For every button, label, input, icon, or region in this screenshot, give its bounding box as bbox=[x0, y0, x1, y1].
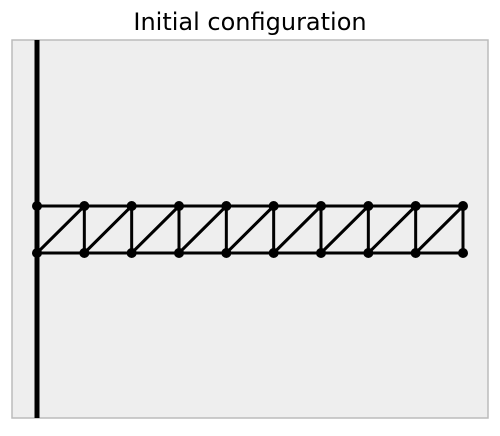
diagonal-member bbox=[414, 204, 465, 255]
top-node bbox=[316, 201, 326, 211]
truss-nodes bbox=[32, 201, 468, 258]
top-node bbox=[126, 201, 137, 211]
diagonal-member bbox=[82, 204, 134, 255]
diagonal-member bbox=[130, 204, 181, 255]
truss-members bbox=[35, 204, 465, 255]
diagonal-member bbox=[366, 204, 418, 255]
diagonal-member bbox=[319, 204, 370, 255]
bottom-node bbox=[316, 248, 326, 258]
top-node bbox=[79, 201, 90, 211]
diagonal-member bbox=[272, 204, 323, 255]
diagonal-member bbox=[177, 204, 228, 255]
top-node bbox=[410, 201, 421, 211]
diagonal-member bbox=[35, 204, 86, 255]
bottom-node bbox=[79, 248, 90, 258]
top-node bbox=[221, 201, 232, 211]
bottom-node bbox=[32, 248, 42, 258]
top-node bbox=[268, 201, 279, 211]
top-node bbox=[458, 201, 468, 211]
bottom-node bbox=[174, 248, 184, 258]
bottom-node bbox=[126, 248, 137, 258]
bottom-node bbox=[221, 248, 232, 258]
diagonal-member bbox=[224, 204, 276, 255]
bottom-node bbox=[268, 248, 279, 258]
top-node bbox=[363, 201, 374, 211]
top-node bbox=[32, 201, 42, 211]
bottom-node bbox=[363, 248, 374, 258]
bottom-node bbox=[458, 248, 468, 258]
top-node bbox=[174, 201, 184, 211]
bottom-node bbox=[410, 248, 421, 258]
figure-title: Initial configuration bbox=[133, 8, 367, 36]
